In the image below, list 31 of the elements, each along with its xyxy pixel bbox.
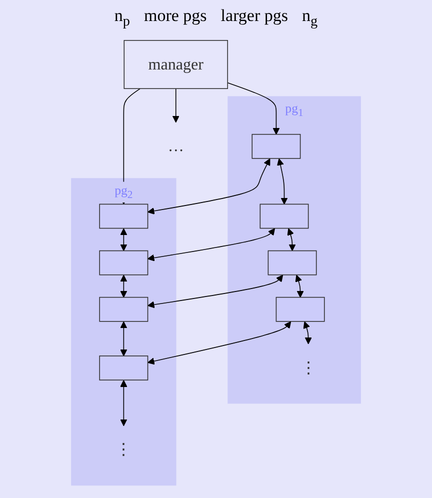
arrow xyxy=(295,275,304,298)
arrow xyxy=(277,158,288,205)
node-box xyxy=(99,204,148,230)
arrow xyxy=(147,158,270,215)
annotation-text: larger pgs xyxy=(220,6,288,27)
node-box xyxy=(268,250,317,276)
node-box xyxy=(99,297,148,322)
arrow xyxy=(147,228,276,262)
arrow xyxy=(120,275,128,298)
arrow xyxy=(287,228,296,252)
arrow xyxy=(147,275,284,309)
node-box xyxy=(276,297,325,322)
node-box xyxy=(99,250,148,276)
node-box xyxy=(260,204,309,230)
arrow xyxy=(303,322,312,345)
annotation-text: more pgs xyxy=(144,6,207,27)
annotation-text: n$_{p}$ xyxy=(114,6,130,30)
arrow xyxy=(120,380,128,426)
node-text: ⋮ xyxy=(300,360,316,378)
node-box xyxy=(252,134,301,160)
arrow xyxy=(120,228,128,252)
arrow xyxy=(227,82,280,136)
arrow xyxy=(172,88,180,124)
arrow xyxy=(147,322,292,366)
node-box: manager xyxy=(124,40,228,90)
arrow xyxy=(120,88,141,205)
annotation-text: n$_{g}$ xyxy=(302,6,318,30)
node-text: ⋮ xyxy=(116,441,132,460)
arrow xyxy=(120,322,128,357)
node-text: … xyxy=(168,138,184,156)
node-box xyxy=(99,356,148,381)
